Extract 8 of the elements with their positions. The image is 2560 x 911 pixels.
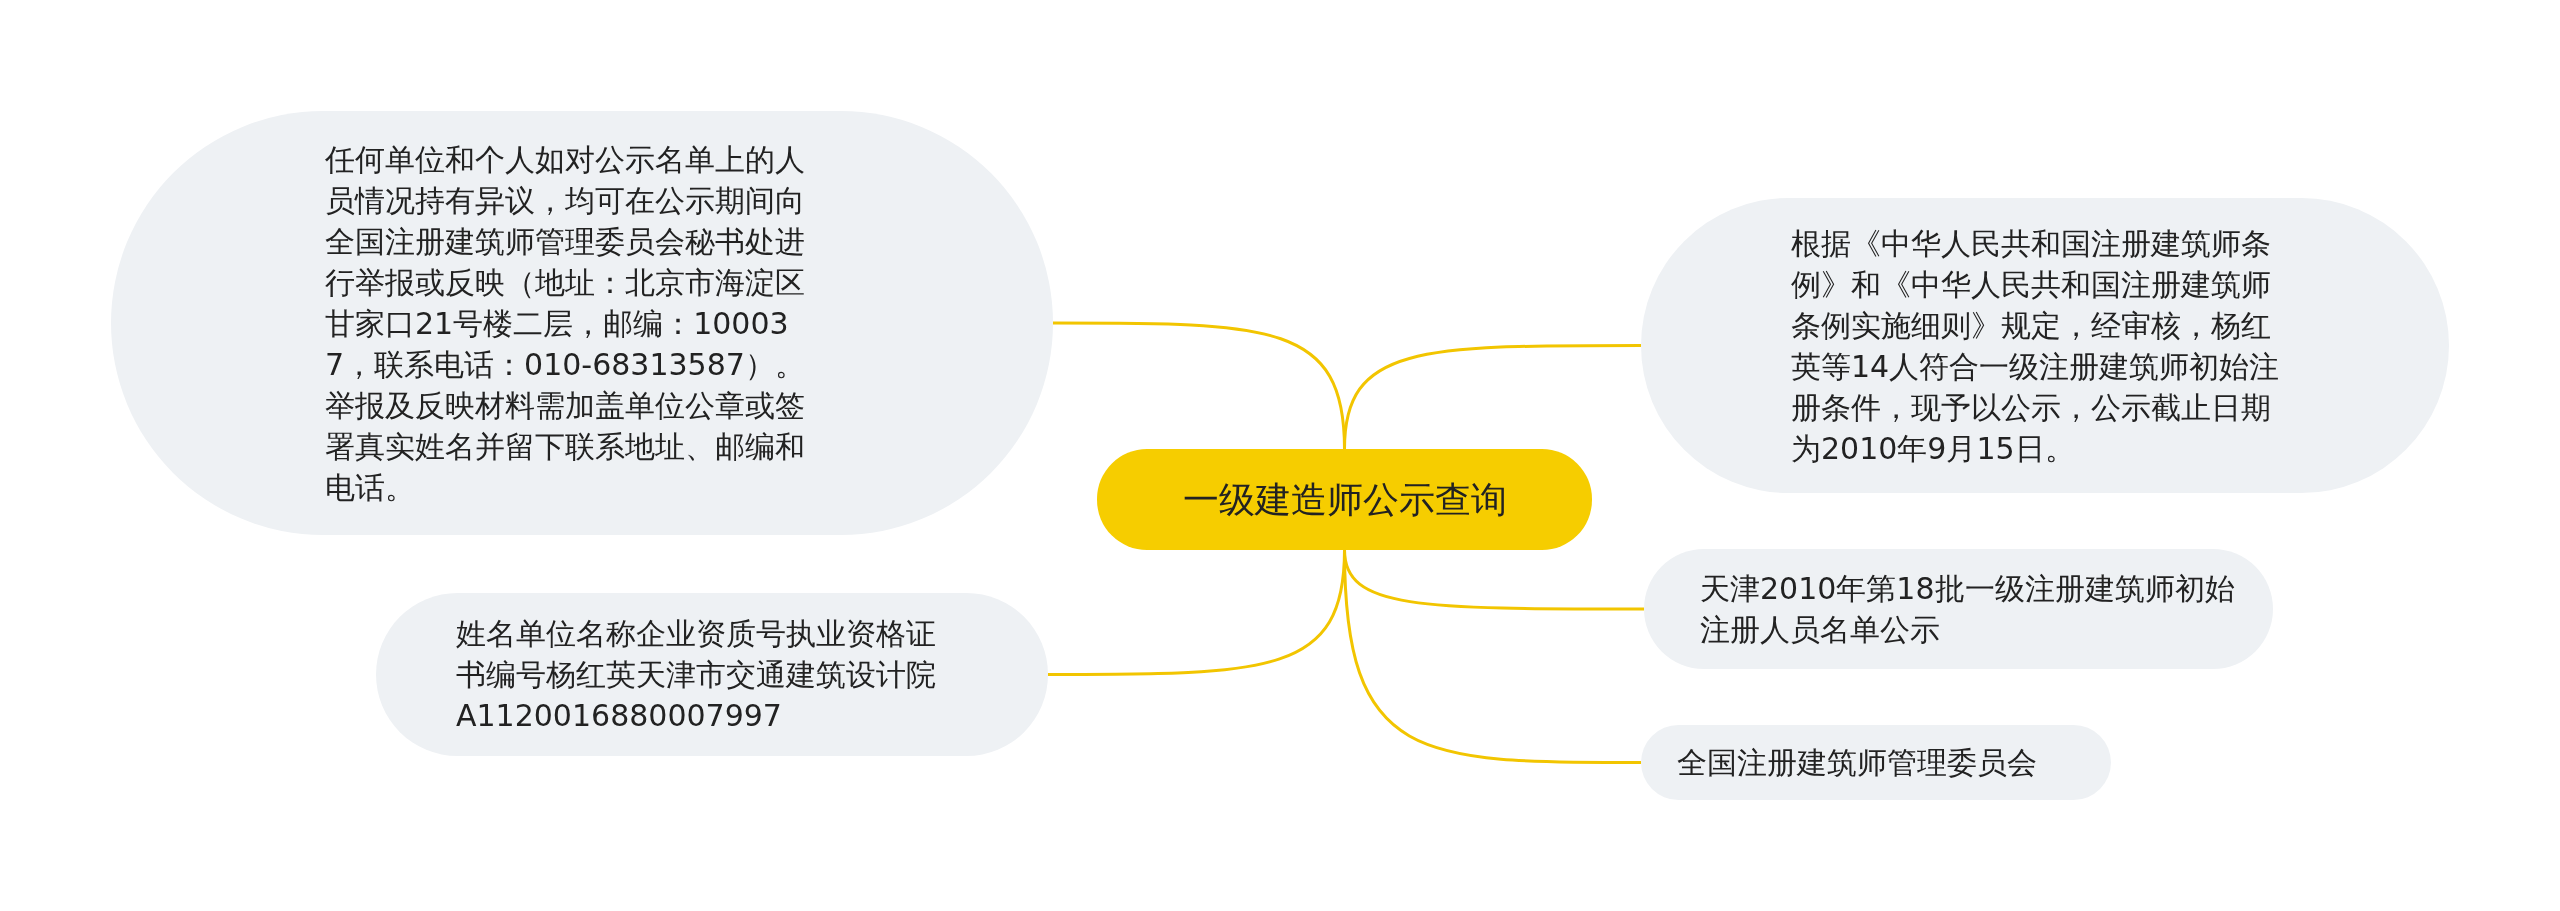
node-text: 根据《中华人民共和国注册建筑师条例》和《中华人民共和国注册建筑师条例实施细则》规定，经审核，杨红英等14人符合一级注册建筑师初始注册条件，现予以公示，公示截止日期为2010年9月15日。 <box>1791 224 2281 468</box>
node-text: 天津2010年第18批一级注册建筑师初始注册人员名单公示 <box>1700 570 2236 649</box>
node-text: 任何单位和个人如对公示名单上的人员情况持有异议，均可在公示期间向全国注册建筑师管理委员会秘书处进行举报或反映（地址：北京市海淀区甘家口21号楼二层，邮编：100037，联系电话：010-68313587）。举报及反映材料需加盖单位公章或签署真实姓名并留下联系地址、邮编和电话。 <box>325 140 806 507</box>
connector-line <box>1053 321 1346 450</box>
node-text: 一级建造师公示查询 <box>1182 479 1507 520</box>
node-text: 全国注册建筑师管理委员会 <box>1677 744 2038 782</box>
node-text: 姓名单位名称企业资质号执业资格证书编号杨红英天津市交通建筑设计院A1120016880007997 <box>456 615 937 735</box>
connector-line <box>1048 549 1346 676</box>
